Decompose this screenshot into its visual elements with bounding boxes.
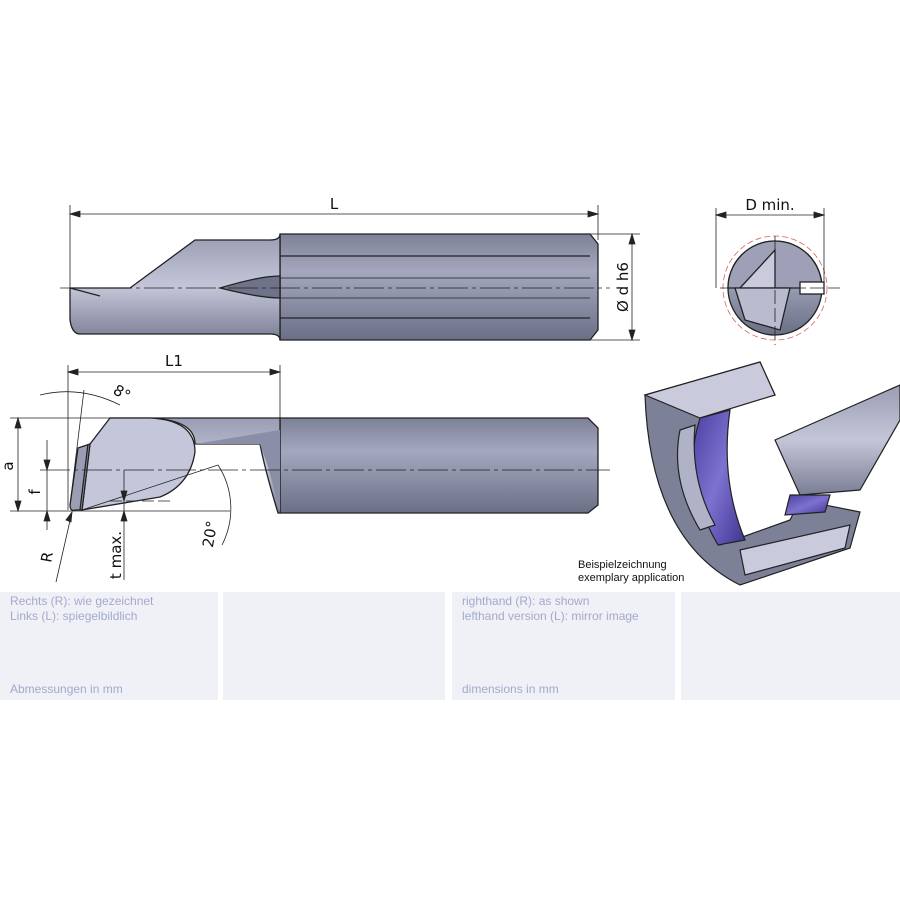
info-panel-en: righthand (R): as shown lefthand version… [452,592,675,700]
label-a: a [0,461,17,470]
label-L1: L1 [165,352,183,370]
example-application-illustration [643,361,900,586]
label-L: L [330,195,339,213]
example-caption-en: exemplary application [578,572,684,584]
info-panel-de: Rechts (R): wie gezeichnet Links (L): sp… [0,592,218,700]
top-view [69,233,599,341]
lefthand-note-en: lefthand version (L): mirror image [462,609,639,623]
label-angle-8: 8° [110,381,134,405]
info-panel-blank-2 [681,592,900,700]
side-view-dimensions [10,365,610,583]
label-D-min: D min. [745,196,794,214]
side-view [69,417,599,514]
units-note-de: Abmessungen in mm [10,682,123,696]
label-R: R [37,550,57,563]
righthand-note-de: Rechts (R): wie gezeichnet [10,594,154,608]
righthand-note-en: righthand (R): as shown [462,594,590,608]
example-caption-de: Beispielzeichnung [578,559,667,571]
label-angle-20: 20° [199,519,221,548]
label-d-h6: Ø d h6 [614,262,632,312]
units-note-en: dimensions in mm [462,682,559,696]
label-t-max: t max. [107,531,125,579]
end-view-dimensions [714,208,840,345]
top-view-dimensions [60,205,640,342]
info-panel-blank-1 [223,592,445,700]
label-f: f [26,489,44,495]
lefthand-note-de: Links (L): spiegelbildlich [10,609,138,623]
